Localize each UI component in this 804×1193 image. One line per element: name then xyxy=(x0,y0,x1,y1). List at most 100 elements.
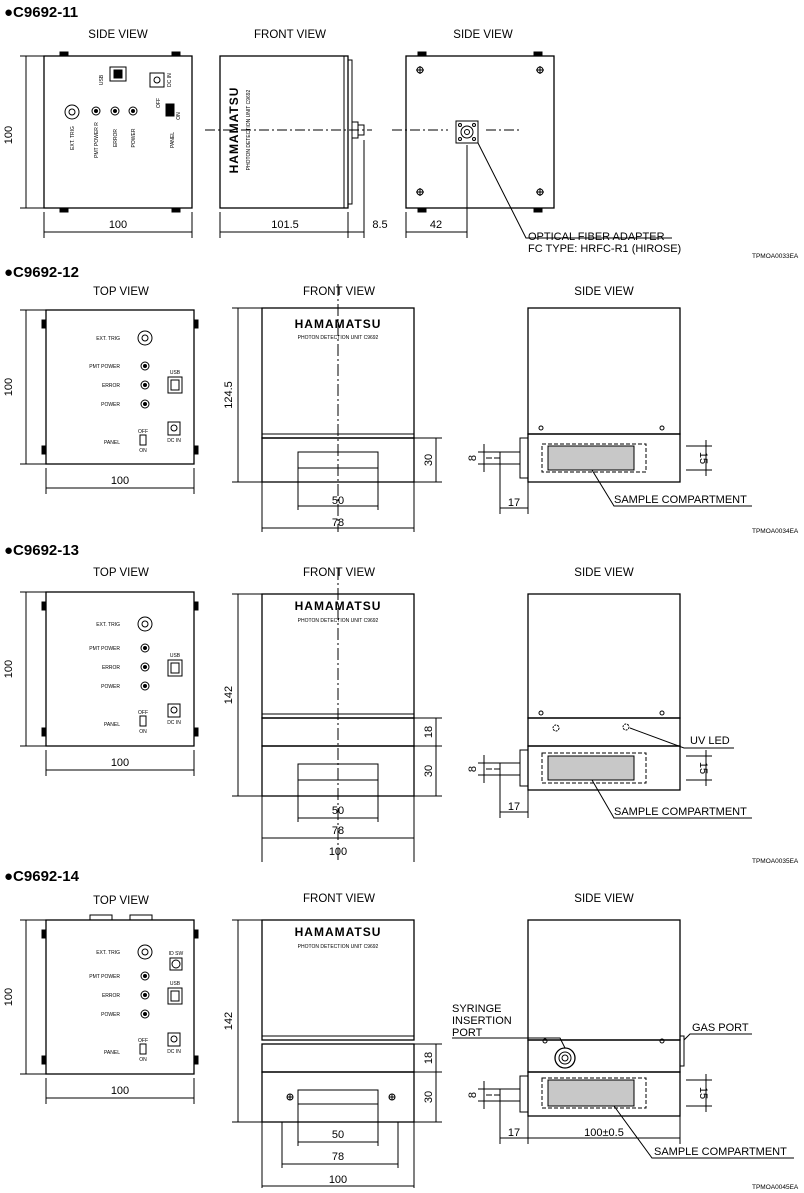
label-ext-trig: EXT. TRIG xyxy=(96,950,120,956)
drawing-code: TPMOA0035EA xyxy=(752,858,799,865)
callout-sample-compartment: SAMPLE COMPARTMENT xyxy=(614,806,747,818)
sample-compartment-front xyxy=(261,1071,415,1123)
dim-8-5: 8.5 xyxy=(372,219,387,231)
label-error: ERROR xyxy=(102,665,120,671)
section-c9692-14: ●C9692-14 TOP VIEW FRONT VIEW SIDE VIEW xyxy=(0,866,804,1193)
dim-height-100: 100 xyxy=(3,378,15,396)
dim-100: 100 xyxy=(329,846,347,858)
label-power: POWER xyxy=(101,1012,120,1018)
brand-logo: HAMAMATSU xyxy=(227,87,241,174)
dim-8: 8 xyxy=(467,455,479,461)
dim-101-5: 101.5 xyxy=(271,219,299,231)
label-id-sw: ID SW xyxy=(169,951,184,957)
sample-compartment-front xyxy=(261,437,415,483)
view-label-top: TOP VIEW xyxy=(93,895,149,907)
dim-30: 30 xyxy=(423,454,435,466)
gas-module-side xyxy=(527,1039,681,1073)
drawing-code: TPMOA0034EA xyxy=(752,528,799,535)
uv-led-module-side xyxy=(527,717,681,747)
brand-logo: HAMAMATSU xyxy=(295,925,382,939)
unit-name: PHOTON DETECTION UNIT C9692 xyxy=(298,944,379,950)
section-title: ●C9692-13 xyxy=(4,542,79,559)
dim-100: 100 xyxy=(329,1174,347,1186)
dim-width-100: 100 xyxy=(111,475,129,487)
dim-width-100: 100 xyxy=(111,757,129,769)
top-view-box xyxy=(45,591,195,747)
dim-15: 15 xyxy=(697,452,709,464)
view-label-front: FRONT VIEW xyxy=(254,29,326,41)
callout-sample-compartment: SAMPLE COMPARTMENT xyxy=(654,1146,787,1158)
label-off: OFF xyxy=(156,98,162,108)
callout-gas-port: GAS PORT xyxy=(692,1022,749,1034)
dim-width-100: 100 xyxy=(109,219,127,231)
label-dc-in: DC IN xyxy=(167,73,173,87)
callout-insertion: INSERTION xyxy=(452,1015,512,1027)
label-panel: PANEL xyxy=(104,1050,120,1056)
dim-17: 17 xyxy=(508,801,520,813)
label-ext-trig: EXT. TRIG xyxy=(70,126,76,150)
section-title: ●C9692-12 xyxy=(4,264,79,281)
side-view-body xyxy=(527,307,681,435)
view-label-front: FRONT VIEW xyxy=(303,893,375,905)
view-label-front: FRONT VIEW xyxy=(303,286,375,298)
fiber-adapter xyxy=(455,120,479,144)
dim-78: 78 xyxy=(332,825,344,837)
view-label-side-left: SIDE VIEW xyxy=(88,29,148,41)
section-c9692-12: ●C9692-12 TOP VIEW FRONT VIEW SIDE VIEW xyxy=(0,262,804,540)
brand-logo: HAMAMATSU xyxy=(295,599,382,613)
label-off: OFF xyxy=(138,429,148,435)
dim-124-5: 124.5 xyxy=(223,381,235,409)
label-dc-in: DC IN xyxy=(167,1049,181,1055)
label-off: OFF xyxy=(138,1038,148,1044)
label-error: ERROR xyxy=(113,129,119,147)
ext-trig-connector xyxy=(64,104,80,120)
label-power: POWER xyxy=(101,684,120,690)
section-c9692-13: ●C9692-13 TOP VIEW FRONT VIEW SIDE VIEW xyxy=(0,540,804,866)
label-panel: PANEL xyxy=(170,132,176,148)
view-label-top: TOP VIEW xyxy=(93,567,149,579)
dim-142: 142 xyxy=(223,1012,235,1030)
label-usb: USB xyxy=(170,981,181,987)
dim-50: 50 xyxy=(332,495,344,507)
label-pmt-power: PMT POWER R xyxy=(94,122,100,158)
label-usb: USB xyxy=(170,370,181,376)
label-panel: PANEL xyxy=(104,722,120,728)
dim-height-100: 100 xyxy=(3,126,15,144)
gas-module-front xyxy=(261,1043,415,1073)
unit-name: PHOTON DETECTION UNIT C9692 xyxy=(298,335,379,341)
section-title: ●C9692-11 xyxy=(4,4,79,21)
label-pmt-power: PMT POWER xyxy=(89,974,120,980)
side-view-box-right xyxy=(405,55,555,209)
label-on: ON xyxy=(139,729,147,735)
dim-17: 17 xyxy=(508,497,520,509)
unit-name: PHOTON DETECTION UNIT C9692 xyxy=(298,618,379,624)
unit-name: PHOTON DETECTION UNIT C9692 xyxy=(246,89,252,170)
drawing-code: TPMOA0045EA xyxy=(752,1184,799,1191)
dim-50: 50 xyxy=(332,805,344,817)
dim-100-tolerance: 100±0.5 xyxy=(584,1127,624,1139)
dc-in-jack xyxy=(149,72,165,88)
dim-15: 15 xyxy=(697,762,709,774)
drawing-c9692-13: 100 100 142 18 30 50 78 100 8 15 17 EXT.… xyxy=(3,568,752,862)
label-on: ON xyxy=(176,112,182,120)
dim-78: 78 xyxy=(332,517,344,529)
drawing-c9692-14: 100 100 142 18 30 50 78 100 8 15 17 100±… xyxy=(3,914,794,1188)
label-power: POWER xyxy=(131,128,137,147)
view-label-side: SIDE VIEW xyxy=(574,286,634,298)
view-label-front: FRONT VIEW xyxy=(303,567,375,579)
dim-17: 17 xyxy=(508,1127,520,1139)
front-view-body xyxy=(261,919,415,1041)
dim-8: 8 xyxy=(467,1092,479,1098)
callout-syringe: SYRINGE xyxy=(452,1003,502,1015)
dim-width-100: 100 xyxy=(111,1085,129,1097)
usb-port xyxy=(109,66,127,82)
brand-logo: HAMAMATSU xyxy=(295,317,382,331)
dim-8: 8 xyxy=(467,766,479,772)
label-usb: USB xyxy=(99,74,105,85)
callout-uv-led: UV LED xyxy=(690,735,730,747)
dim-18: 18 xyxy=(423,1052,435,1064)
callout-sample-compartment: SAMPLE COMPARTMENT xyxy=(614,494,747,506)
callout-fiber-adapter: OPTICAL FIBER ADAPTER xyxy=(528,231,665,243)
dim-18: 18 xyxy=(423,726,435,738)
dim-15: 15 xyxy=(697,1087,709,1099)
